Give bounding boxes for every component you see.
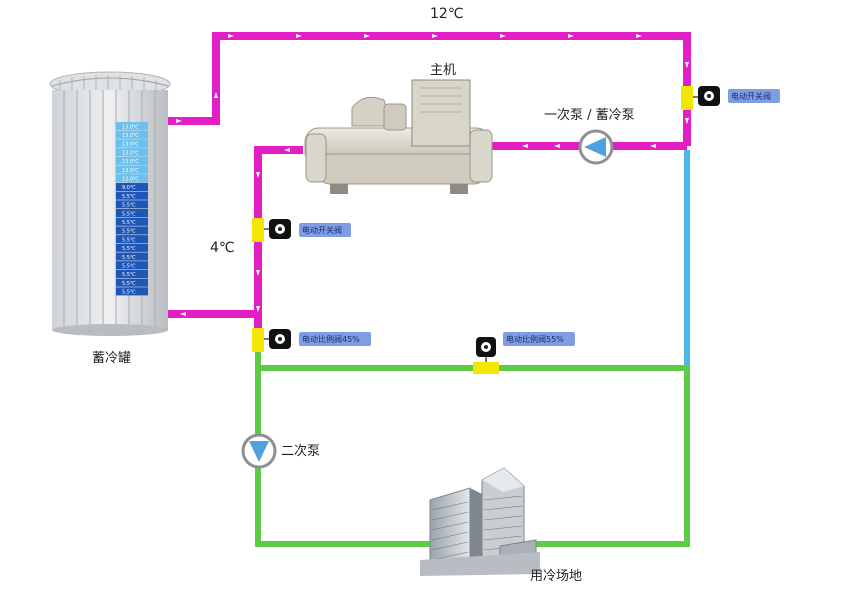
load-label: 用冷场地 (530, 569, 582, 584)
tank-scale-bar (116, 278, 148, 287)
tank-scale-label: 13.0℃ (122, 159, 139, 165)
tank-scale-bar (116, 209, 148, 218)
temperature-left-label: 4℃ (210, 240, 235, 256)
tank-temperature-scale: 13.0℃ 13.0℃ 13.0℃ 13.0℃ 13.0℃ 13.0℃ 13.0℃ 9.0℃ 5… (116, 122, 148, 296)
tank-scale-label: 5.5℃ (122, 281, 136, 287)
secondary-pump-label: 二次泵 (281, 443, 320, 459)
tank-scale-label: 13.0℃ (122, 150, 139, 156)
tank-scale-label: 13.0℃ (122, 177, 139, 183)
tank-scale-bar (116, 130, 148, 139)
valve-right-onoff-label: 电动开关阀 (731, 91, 771, 101)
temperature-top-label: 12℃ (430, 6, 464, 22)
chiller-unit (304, 79, 493, 194)
tank-scale-label: 5.5℃ (122, 255, 136, 261)
valve-ratio-55: 电动比例阀55% (473, 332, 575, 374)
tank-scale-label: 5.5℃ (122, 211, 136, 217)
secondary-pump-icon (241, 433, 277, 469)
tank-scale-label: 5.5℃ (122, 194, 136, 200)
tank-scale-bar (116, 287, 148, 296)
tank-scale-bar (116, 261, 148, 270)
tank-scale-bar (116, 182, 148, 191)
tank-scale-label: 5.5℃ (122, 203, 136, 209)
tank-scale-bar (116, 156, 148, 165)
tank-scale-label: 5.5℃ (122, 237, 136, 243)
tank-scale-bar (116, 226, 148, 235)
warm-pipe-top (168, 32, 691, 146)
tank-scale-bar (116, 243, 148, 252)
valve-right-onoff: 电动开关阀 (681, 86, 780, 110)
valve-ratio-45: 电动比例阀45% (252, 328, 371, 352)
tank-scale-label: 5.5℃ (122, 290, 136, 296)
tank-scale-label: 13.0℃ (122, 168, 139, 174)
valve-ratio-55-label: 电动比例阀55% (506, 334, 564, 344)
primary-pump-icon (578, 129, 614, 165)
valve-ratio-45-label: 电动比例阀45% (302, 334, 360, 344)
tank-scale-bar (116, 217, 148, 226)
tank-scale-bar (116, 269, 148, 278)
tank-scale-label: 5.5℃ (122, 246, 136, 252)
tank-scale-bar (116, 122, 148, 131)
tank-scale-bar (116, 174, 148, 183)
tank-scale-label: 13.0℃ (122, 124, 139, 130)
tank-scale-label: 13.0℃ (122, 142, 139, 148)
flow-arrows (176, 34, 689, 316)
storage-tank: 13.0℃ 13.0℃ 13.0℃ 13.0℃ 13.0℃ 13.0℃ 13.0℃ 9.0℃ 5… (49, 71, 171, 336)
tank-scale-label: 5.5℃ (122, 229, 136, 235)
tank-scale-bar (116, 139, 148, 148)
tank-scale-bar (116, 148, 148, 157)
tank-scale-bar (116, 235, 148, 244)
primary-pump-label: 一次泵 / 蓄冷泵 (544, 107, 635, 123)
tank-scale-label: 5.5℃ (122, 220, 136, 226)
tank-scale-label: 5.5℃ (122, 272, 136, 278)
tank-scale-bar (116, 200, 148, 209)
valve-left-onoff: 电动开关阀 (252, 218, 351, 242)
valve-left-onoff-label: 电动开关阀 (302, 225, 342, 235)
tank-scale-bar (116, 252, 148, 261)
supply-pipe (255, 330, 690, 547)
pipe-network (168, 32, 691, 547)
tank-scale-label: 9.0℃ (122, 185, 136, 191)
tank-scale-bar (116, 191, 148, 200)
building-icon (420, 467, 540, 576)
tank-scale-bar (116, 165, 148, 174)
tank-label: 蓄冷罐 (92, 351, 131, 366)
chiller-label: 主机 (430, 63, 456, 78)
tank-scale-label: 13.0℃ (122, 133, 139, 139)
tank-scale-label: 5.5℃ (122, 264, 136, 270)
